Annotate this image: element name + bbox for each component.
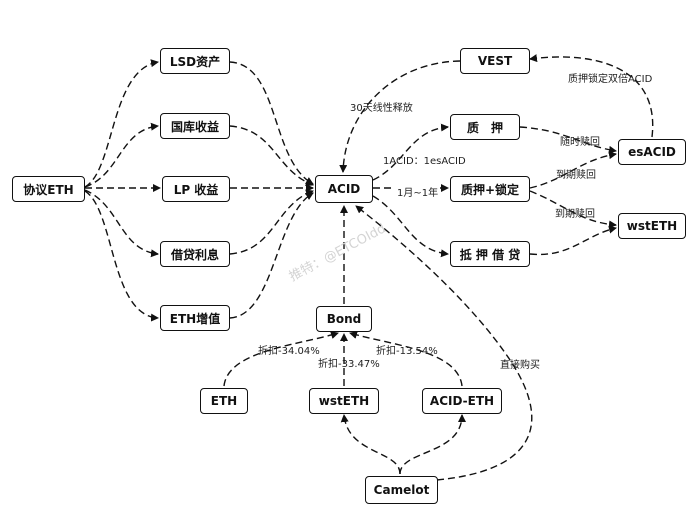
- edge-pledgelock-to-esacid: [529, 151, 617, 189]
- label-discount-wsteth: 折扣-33.47%: [318, 359, 380, 370]
- edge-acid-to-collateral: [372, 195, 449, 258]
- edge-treasury-to-acid: [229, 125, 314, 187]
- label-ratio: 1ACID：1esACID: [383, 156, 466, 167]
- edge-protocol-to-lsd: [84, 59, 159, 188]
- edge-eth-to-bond: [223, 331, 339, 387]
- node-esacid[interactable]: esACID: [618, 139, 686, 165]
- edge-protocol-to-ethgrowth: [84, 190, 159, 322]
- edge-acid-to-pledge: [372, 123, 449, 181]
- node-collateral[interactable]: 抵 押 借 贷: [450, 241, 530, 267]
- node-acid-eth[interactable]: ACID-ETH: [422, 388, 502, 414]
- edge-camelot-to-wsteth: [340, 414, 401, 475]
- node-acid[interactable]: ACID: [315, 175, 373, 203]
- label-redeem-maturity-2: 到期赎回: [555, 209, 595, 220]
- label-discount-acideth: 折扣-13.54%: [376, 346, 438, 357]
- node-vest[interactable]: VEST: [460, 48, 530, 74]
- edge-protocol-to-lending: [84, 189, 159, 258]
- label-double-acid: 质押锁定双倍ACID: [568, 74, 653, 85]
- node-pledge-lock[interactable]: 质押+锁定: [450, 176, 530, 202]
- node-camelot[interactable]: Camelot: [365, 476, 438, 504]
- edge-vest-to-acid: [339, 60, 461, 173]
- edge-pledge-to-esacid: [519, 126, 617, 154]
- edge-lsd-to-acid: [229, 61, 314, 185]
- node-treasury[interactable]: 国库收益: [160, 113, 230, 139]
- edge-collateral-to-wsteth: [529, 225, 617, 256]
- label-direct-buy: 直接购买: [500, 360, 540, 371]
- edge-esacid-to-vest: [529, 54, 654, 138]
- edge-protocol-to-treasury: [84, 122, 159, 188]
- node-wsteth-right[interactable]: wstETH: [618, 213, 686, 239]
- edge-ethgrowth-to-acid: [229, 192, 314, 319]
- edge-camelot-to-acid: [355, 205, 533, 481]
- node-lp[interactable]: LP 收益: [162, 176, 230, 202]
- edge-camelot-to-acideth: [399, 414, 466, 475]
- label-redeem-anytime: 随时赎回: [560, 137, 600, 148]
- label-linear-release: 30天线性释放: [350, 103, 413, 114]
- label-discount-eth: 折扣-34.04%: [258, 346, 320, 357]
- node-bond[interactable]: Bond: [316, 306, 372, 332]
- node-eth[interactable]: ETH: [200, 388, 248, 414]
- edge-lending-to-acid: [229, 189, 314, 255]
- label-term: 1月~1年: [395, 184, 441, 199]
- node-lsd[interactable]: LSD资产: [160, 48, 230, 74]
- label-redeem-maturity-1: 到期赎回: [556, 170, 596, 181]
- node-protocol-eth[interactable]: 协议ETH: [12, 176, 85, 202]
- node-wsteth-bottom[interactable]: wstETH: [309, 388, 379, 414]
- edge-acideth-to-bond: [349, 331, 463, 387]
- edge-pledgelock-to-wsteth: [529, 190, 617, 229]
- node-lending[interactable]: 借贷利息: [160, 241, 230, 267]
- node-pledge[interactable]: 质 押: [450, 114, 520, 140]
- node-eth-growth[interactable]: ETH增值: [160, 305, 230, 331]
